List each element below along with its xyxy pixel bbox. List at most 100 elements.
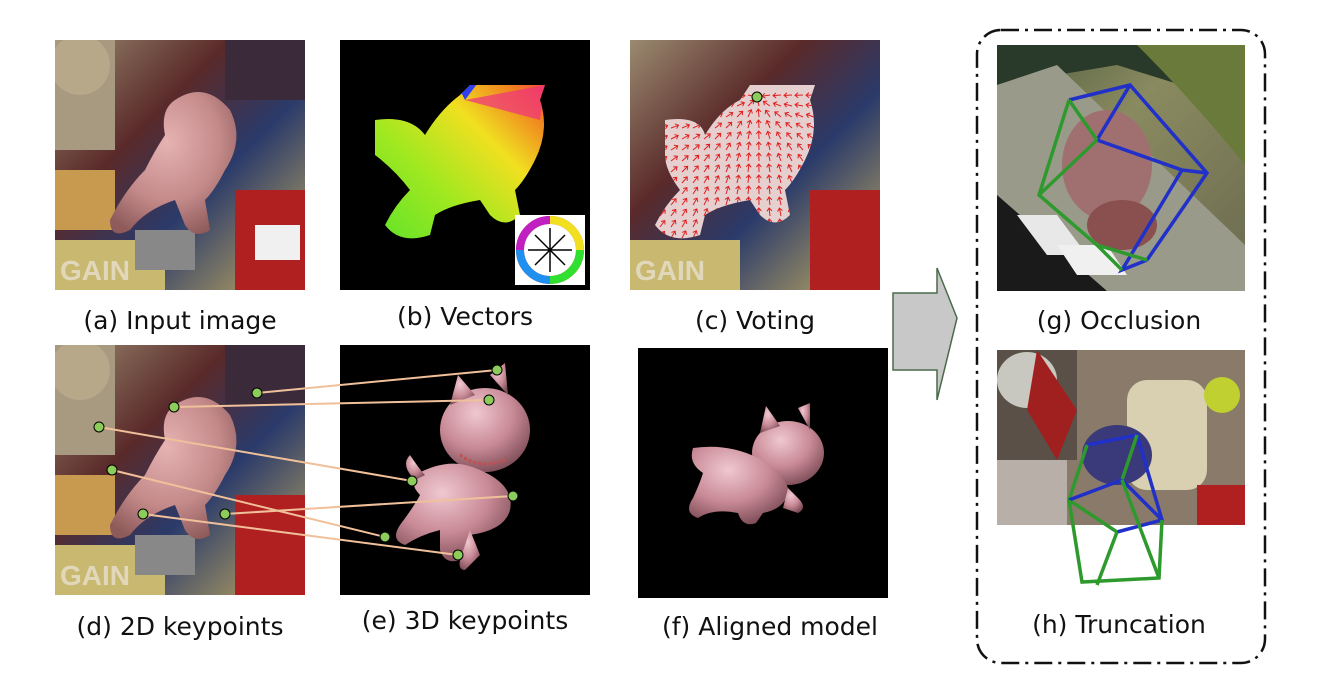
vote-arrow [776, 163, 783, 173]
vote-arrow [670, 134, 679, 140]
vote-arrow [794, 102, 804, 108]
caption-truncation: (h) Truncation [1032, 610, 1206, 639]
vote-arrow [692, 144, 700, 151]
vote-arrow [692, 219, 698, 228]
vote-arrow [776, 185, 783, 195]
vote-arrow [806, 122, 815, 129]
caption-3d-keypoints: (e) 3D keypoints [361, 606, 569, 635]
vote-arrow [681, 144, 690, 151]
vote-arrow [681, 219, 688, 228]
vote-arrow [756, 185, 762, 195]
vote-arrow [714, 164, 721, 173]
vote-arrow [714, 143, 721, 151]
svg-text:GAIN: GAIN [635, 255, 705, 286]
aligned-model-panel [638, 348, 888, 598]
vote-arrow [670, 219, 677, 228]
vote-arrow [735, 152, 742, 162]
vote-arrow [745, 185, 752, 195]
vote-arrow [692, 154, 700, 162]
vote-arrow [785, 122, 793, 129]
vote-arrow [787, 164, 793, 173]
vectors-panel [340, 40, 590, 290]
vote-arrow [746, 130, 752, 140]
vote-arrow [747, 108, 753, 118]
vote-arrow [745, 163, 752, 173]
vote-arrow [670, 166, 678, 173]
vote-arrow [670, 208, 677, 217]
vote-arrow [745, 152, 752, 162]
vote-arrow [725, 163, 731, 173]
vote-arrow [775, 131, 782, 140]
color-wheel-icon [515, 215, 585, 285]
vote-arrow [772, 92, 782, 99]
vote-arrow [703, 133, 711, 140]
vote-arrow [777, 196, 783, 206]
vote-arrow [681, 155, 689, 162]
vote-arrow [765, 119, 771, 129]
vote-arrow [755, 141, 762, 151]
vote-arrow [681, 208, 688, 217]
vote-arrow [724, 185, 731, 195]
occlusion-panel [997, 45, 1245, 291]
vote-arrow [786, 142, 793, 151]
vote-arrow [746, 119, 753, 129]
vote-arrow [766, 152, 772, 162]
vote-arrow [703, 175, 710, 184]
vote-arrow [736, 120, 743, 129]
vote-arrow [735, 185, 741, 195]
vote-arrow [692, 197, 699, 206]
right-arrow-icon [892, 267, 958, 401]
vote-arrow [659, 219, 666, 228]
vote-arrow [762, 100, 771, 107]
vote-arrow [745, 174, 752, 184]
caption-vectors: (b) Vectors [396, 302, 533, 331]
3d-keypoints-panel [340, 345, 590, 595]
2d-keypoints-image: GAIN [55, 345, 305, 595]
vote-arrow [776, 174, 783, 184]
vote-arrow [692, 230, 698, 239]
vote-arrow [725, 153, 731, 162]
vote-arrow [681, 133, 690, 140]
vote-arrow [765, 141, 772, 151]
vote-arrow [805, 112, 815, 118]
vote-arrow [766, 185, 773, 195]
vote-arrow [735, 163, 742, 173]
truncation-panel [997, 350, 1245, 595]
vote-arrow [755, 130, 762, 140]
vote-arrow [714, 175, 720, 184]
vote-arrow [797, 153, 804, 162]
input-image: GAIN [55, 40, 305, 290]
vote-arrow [692, 208, 699, 217]
vote-arrow [766, 196, 773, 206]
vote-arrow [766, 207, 773, 217]
vote-arrow [786, 153, 793, 162]
vote-arrow [736, 141, 742, 151]
truncation-image [997, 350, 1245, 595]
vote-arrow [783, 92, 793, 99]
vote-arrow [755, 163, 762, 173]
vote-arrow [703, 207, 709, 217]
vote-arrow [736, 101, 746, 107]
vote-arrow [764, 109, 771, 118]
vote-arrow [681, 187, 688, 195]
vote-arrow [714, 132, 722, 140]
vote-arrow [681, 123, 691, 129]
vector-field-image [340, 40, 590, 290]
vote-arrow [796, 133, 804, 140]
vote-arrow [703, 154, 710, 162]
vote-arrow [755, 174, 762, 184]
vote-arrow [735, 174, 742, 184]
vote-arrow [776, 152, 782, 162]
vote-arrow [794, 112, 804, 118]
vote-arrow [774, 111, 782, 118]
vote-arrow [692, 133, 701, 140]
vote-arrow [724, 196, 731, 206]
2d-keypoints-panel: GAIN [55, 345, 305, 595]
vote-arrow [725, 111, 734, 118]
vote-arrow [681, 230, 688, 239]
vote-arrow [795, 122, 804, 129]
voting-image: GAIN [630, 40, 880, 290]
vote-arrow [714, 185, 720, 195]
vote-arrow [703, 186, 710, 195]
vote-arrow [670, 198, 677, 206]
